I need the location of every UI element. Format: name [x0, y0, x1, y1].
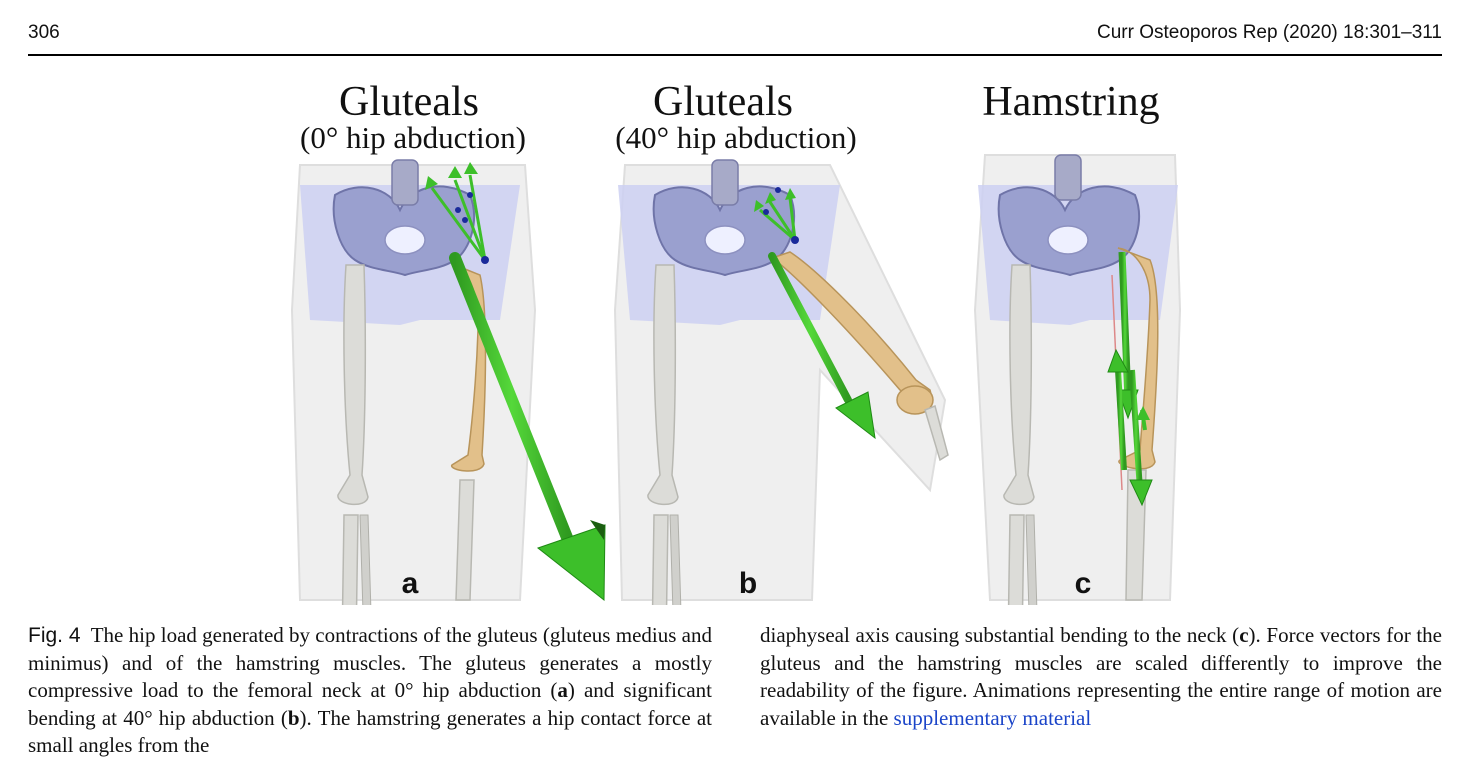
panel-b-subtitle: (40° hip abduction) [615, 120, 856, 155]
panel-b-skeleton [613, 159, 949, 605]
caption-text-3: ). The hamstring generates a hip contact… [28, 705, 712, 758]
page-number: 306 [28, 22, 60, 43]
panel-a-letter: a [402, 567, 419, 600]
page-header: 306 Curr Osteoporos Rep (2020) 18:301–31… [28, 20, 1442, 56]
caption-text-4: diaphyseal axis causing substantial bend… [760, 623, 1240, 647]
panel-c-title: Hamstring [982, 79, 1159, 125]
journal-citation: Curr Osteoporos Rep (2020) 18:301–311 [1096, 22, 1442, 43]
caption-text-2: ) and significant bending at 40° hip abd… [28, 678, 712, 730]
panel-a-title: Gluteals [339, 79, 479, 125]
panel-b-letter: b [739, 567, 757, 600]
panel-c-skeleton [973, 154, 1182, 605]
caption-ref-b: b [287, 705, 300, 730]
panel-a: Gluteals (0° hip abduction) [290, 79, 606, 605]
panel-a-skeleton [290, 159, 537, 605]
panel-b-title: Gluteals [653, 79, 793, 125]
panel-c-letter: c [1075, 567, 1092, 600]
panel-a-force-arrow [449, 252, 606, 602]
panel-b-force-arrow [768, 252, 876, 440]
figure-caption-right: diaphyseal axis causing substantial bend… [760, 622, 1442, 732]
supplementary-material-link[interactable]: supplementary material [893, 705, 1092, 730]
panel-c: Hamstring c [973, 79, 1182, 605]
caption-text-1: The hip load generated by contractions o… [28, 623, 712, 702]
figure-caption-left: Fig. 4 The hip load generated by contrac… [28, 622, 712, 760]
panel-a-subtitle: (0° hip abduction) [300, 120, 526, 155]
panel-b: Gluteals (40° hip abduction) [613, 79, 949, 605]
figure-4: Gluteals (0° hip abduction) [0, 70, 1470, 605]
figure-label: Fig. 4 [28, 624, 81, 647]
caption-ref-c: c [1239, 623, 1249, 647]
panel-c-force-arrows [1107, 251, 1153, 507]
caption-text-5: ). Force vectors for the gluteus and the… [760, 623, 1443, 730]
caption-ref-a: a [557, 678, 568, 702]
